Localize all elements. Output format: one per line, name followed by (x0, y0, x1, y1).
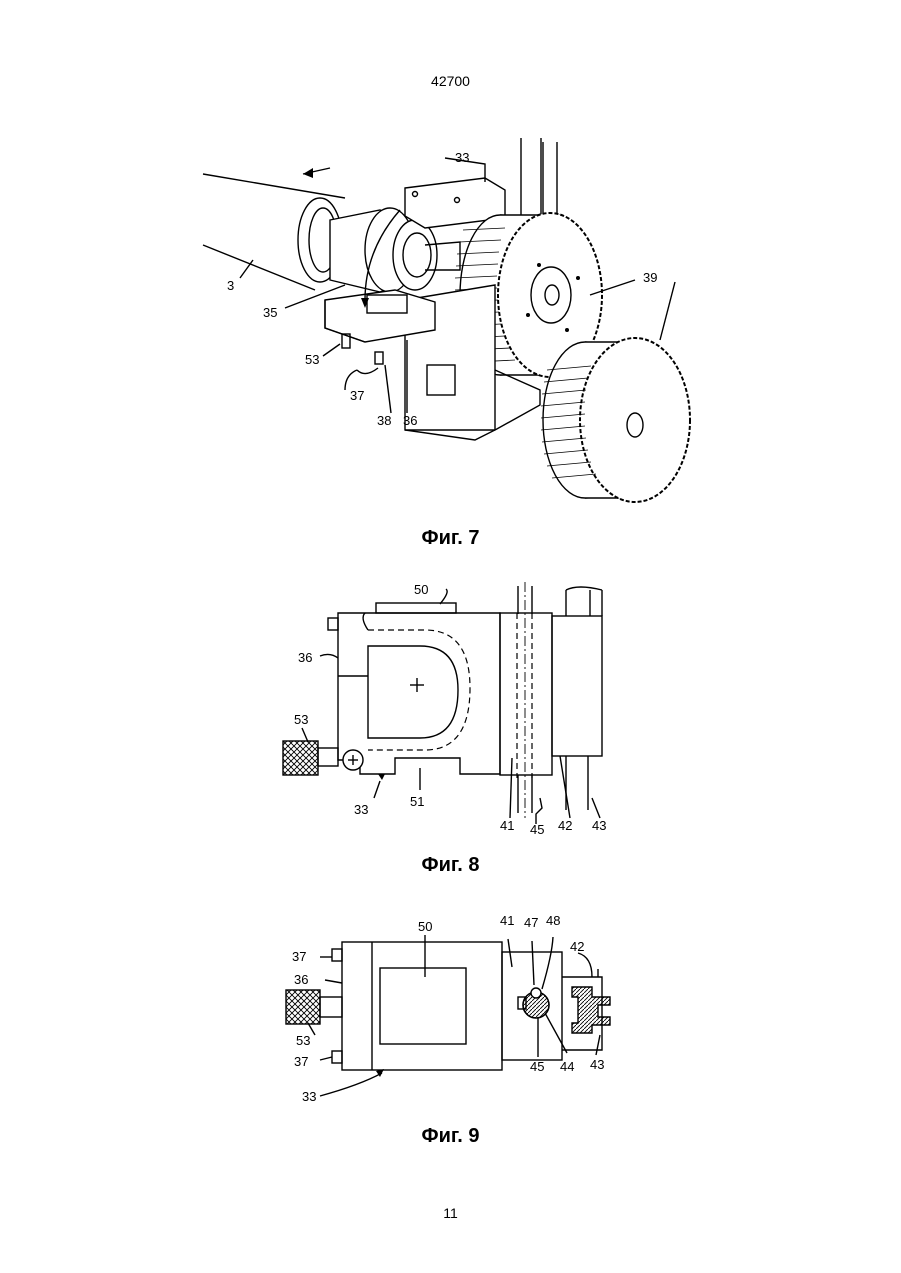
fig8-label-51: 51 (410, 794, 424, 809)
fig7-label-33: 33 (455, 150, 469, 165)
fig7-label-53: 53 (305, 352, 319, 367)
fig8-label-53: 53 (294, 712, 308, 727)
fig7-label-35: 35 (263, 305, 277, 320)
fig9-label-47: 47 (524, 915, 538, 930)
fig9-label-37b: 37 (294, 1054, 308, 1069)
fig7-label-3: 3 (227, 278, 234, 293)
fig7-label-37: 37 (350, 388, 364, 403)
fig8-label-33: 33 (354, 802, 368, 817)
fig9-label-41: 41 (500, 913, 514, 928)
fig9-label-43: 43 (590, 1057, 604, 1072)
fig8-label-36: 36 (298, 650, 312, 665)
fig7-label-36: 36 (403, 413, 417, 428)
fig8-label-42: 42 (558, 818, 572, 833)
fig9-label-50: 50 (418, 919, 432, 934)
figure-7-caption: Фиг. 7 (0, 527, 901, 550)
gear-lower (541, 338, 690, 502)
figure-9-drawing: 50 41 47 48 42 37 36 53 37 45 44 43 33 (280, 905, 625, 1110)
figure-9-caption: Фиг. 9 (0, 1125, 901, 1148)
figure-7-drawing: 33 3 35 39 53 37 38 36 (195, 130, 710, 510)
fig9-label-37a: 37 (292, 949, 306, 964)
fig9-label-45: 45 (530, 1059, 544, 1074)
fig7-label-39: 39 (643, 270, 657, 285)
fig9-label-44: 44 (560, 1059, 574, 1074)
fig8-label-50: 50 (414, 582, 428, 597)
fig9-label-48: 48 (546, 913, 560, 928)
document-number: 42700 (0, 73, 901, 89)
page-number: 11 (0, 1205, 901, 1221)
figure-8-drawing: 50 36 53 33 51 41 45 42 43 (270, 578, 630, 840)
fig8-label-41: 41 (500, 818, 514, 833)
fig8-label-45: 45 (530, 822, 544, 837)
figure-8-caption: Фиг. 8 (0, 854, 901, 877)
fig9-label-33: 33 (302, 1089, 316, 1104)
fig9-label-53: 53 (296, 1033, 310, 1048)
fig9-label-42: 42 (570, 939, 584, 954)
fig9-label-36: 36 (294, 972, 308, 987)
fig7-label-38: 38 (377, 413, 391, 428)
fig8-label-43: 43 (592, 818, 606, 833)
